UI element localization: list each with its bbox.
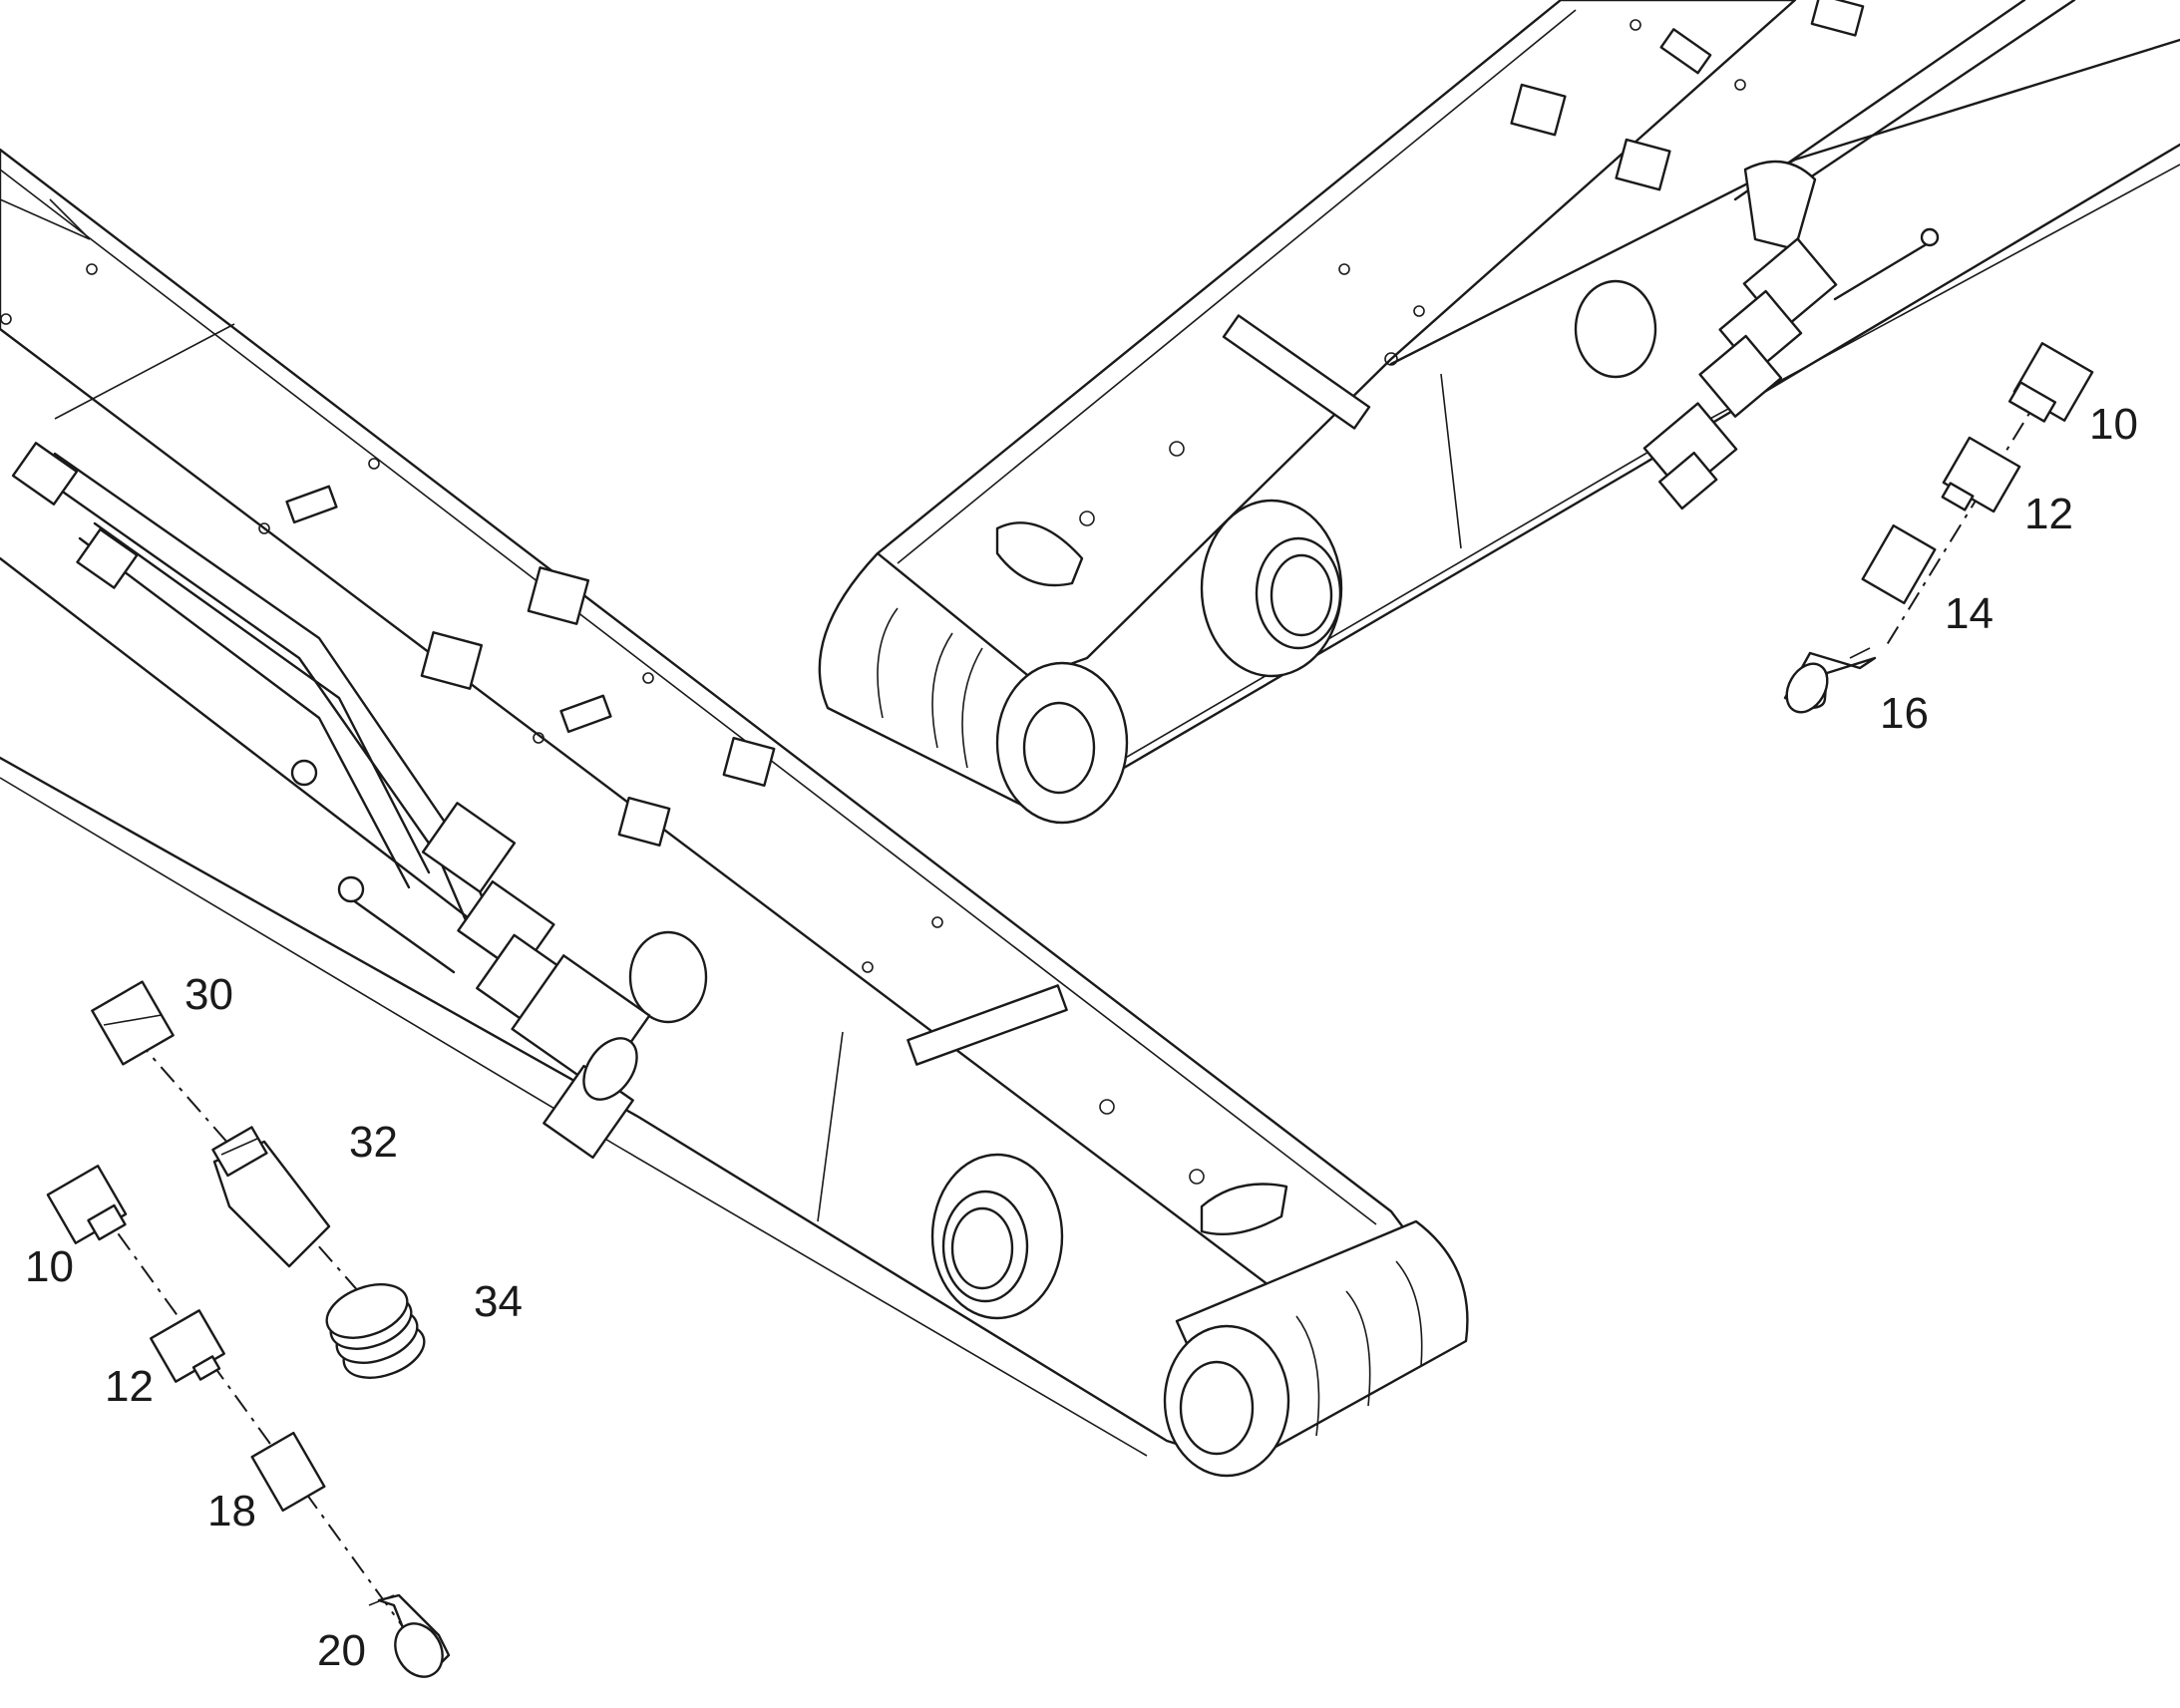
boom-arm-upper — [818, 0, 2180, 825]
hose-valve-assembly-lower — [11, 442, 651, 1160]
callout-left-20: 20 — [317, 1626, 366, 1675]
fitting-left-30 — [91, 980, 175, 1066]
callout-left-18: 18 — [207, 1487, 256, 1536]
callout-left-12: 12 — [105, 1362, 154, 1411]
fitting-left-32 — [211, 1126, 331, 1268]
boom-arm-upper-end-barrel — [818, 551, 1129, 825]
boom-arm-upper-mid-boss — [1200, 499, 1343, 678]
callout-right-16: 16 — [1880, 689, 1929, 738]
hose-valve-assembly-upper — [1642, 0, 2076, 511]
fitting-right-16 — [1783, 647, 1877, 714]
fitting-left-10 — [46, 1165, 128, 1244]
callout-right-10: 10 — [2089, 400, 2138, 449]
fitting-right-12 — [1941, 436, 2021, 513]
callout-left-34: 34 — [474, 1277, 523, 1326]
exploded-fittings-right — [1783, 342, 2094, 714]
fitting-left-34 — [325, 1283, 426, 1379]
fitting-left-18 — [250, 1431, 326, 1513]
boom-arm-lower-end-barrel — [1163, 1219, 1469, 1478]
fitting-left-12 — [150, 1309, 225, 1383]
callout-right-12: 12 — [2024, 490, 2073, 538]
boom-arm-lower-top-plate — [0, 148, 1408, 1308]
exploded-fittings-left — [46, 980, 451, 1678]
fitting-right-14 — [1861, 523, 1937, 605]
callout-left-32: 32 — [349, 1118, 398, 1167]
fitting-left-20 — [368, 1593, 451, 1678]
boom-arm-upper-side-web — [1105, 143, 2180, 780]
callout-left-30: 30 — [184, 970, 233, 1019]
boom-arm-lower — [0, 148, 1469, 1478]
fitting-right-10 — [2007, 342, 2094, 423]
callout-left-10: 10 — [25, 1242, 74, 1291]
callout-right-14: 14 — [1945, 589, 1994, 638]
boom-arm-lower-mid-boss — [930, 1153, 1064, 1320]
